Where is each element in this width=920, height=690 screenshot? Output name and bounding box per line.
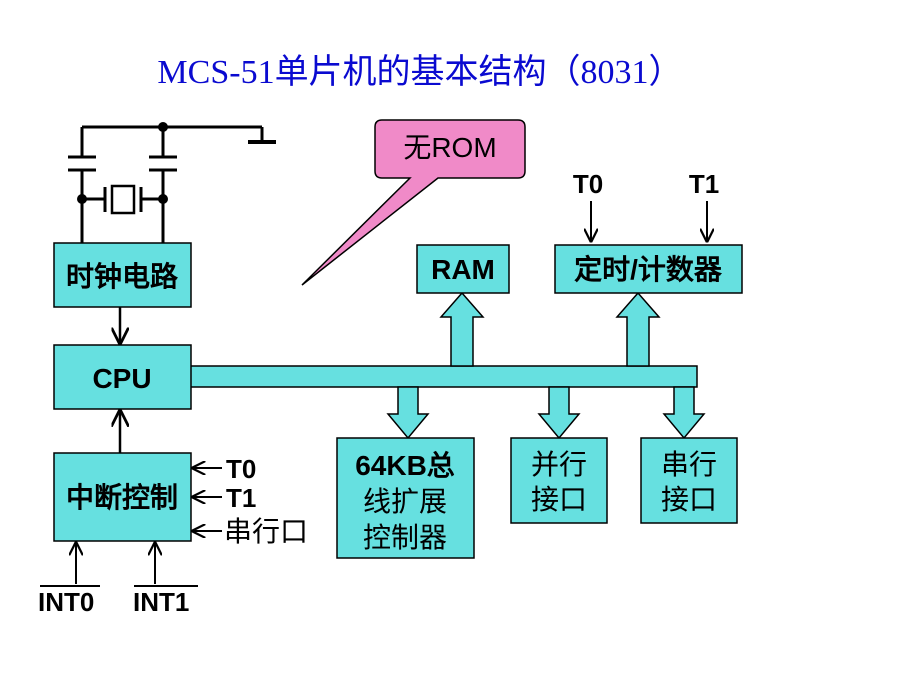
serial-interface-block [640, 437, 738, 524]
serial-line-2: 接口 [661, 484, 717, 515]
bus-to-serial-arrow [662, 386, 706, 440]
interrupt-control-block [53, 452, 192, 542]
crystal-oscillator-circuit [68, 125, 276, 243]
junction-dot [158, 194, 168, 204]
int0-label: INT0 [38, 587, 94, 617]
parallel-line-1: 并行 [531, 449, 587, 480]
serial-line-1: 串行 [661, 449, 717, 480]
interrupt-control-label: 中断控制 [66, 481, 178, 513]
timer-counter-label: 定时/计数器 [574, 253, 723, 285]
page-title: MCS-51单片机的基本结构（8031） [157, 53, 682, 91]
bus-to-timer-arrow [615, 291, 661, 367]
parallel-line-2: 接口 [531, 484, 587, 515]
bus-ext-line-3: 控制器 [363, 522, 447, 553]
bus-to-parallel-arrow [537, 386, 581, 440]
internal-bus [189, 365, 698, 388]
bus-extension-controller-block [336, 437, 475, 559]
bus-to-ext-controller-arrow [386, 386, 430, 440]
junction-dot [77, 194, 87, 204]
cpu-block [53, 344, 192, 410]
int-serial-label: 串行口 [224, 516, 308, 547]
int-t0-label: T0 [226, 454, 256, 484]
int-t1-label: T1 [226, 483, 256, 513]
no-rom-callout: 无ROM [301, 119, 526, 286]
clock-circuit-block [53, 242, 192, 308]
cpu-label: CPU [92, 363, 151, 394]
timer-counter-block [554, 244, 743, 294]
parallel-interface-block [510, 437, 608, 524]
bus-to-ram-arrow [439, 291, 485, 367]
ram-block [416, 244, 510, 294]
bus-ext-line-1: 64KB总 [355, 450, 455, 481]
clock-circuit-label: 时钟电路 [66, 261, 179, 292]
junction-dot [158, 122, 168, 132]
ram-label: RAM [431, 254, 495, 285]
int1-label: INT1 [133, 587, 189, 617]
callout-label: 无ROM [403, 132, 496, 163]
bus-ext-line-2: 线扩展 [363, 486, 447, 517]
timer-t0-label: T0 [573, 169, 603, 199]
timer-t1-label: T1 [689, 169, 719, 199]
